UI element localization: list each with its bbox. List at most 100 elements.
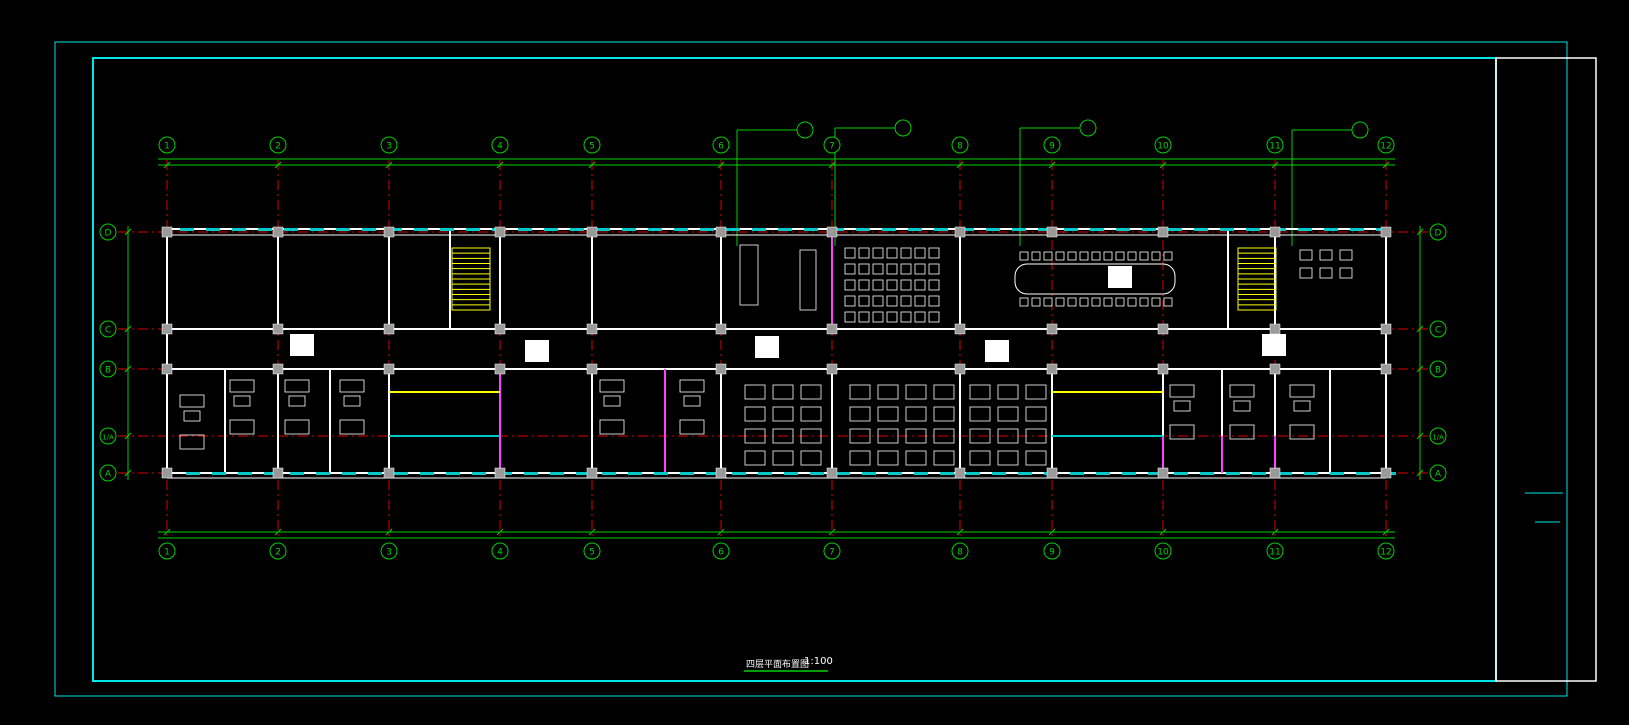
- axis-bubble-bottom-5[interactable]: 5: [583, 542, 601, 560]
- dimension-tick: [1048, 161, 1056, 169]
- axis-bubble-left-D[interactable]: D: [99, 223, 117, 241]
- axis-bubble-circle: [1429, 360, 1447, 378]
- toilet-stall: [1339, 249, 1353, 261]
- window: [180, 228, 194, 231]
- axis-bubble-circle: [1429, 223, 1447, 241]
- window: [310, 228, 324, 231]
- axis-bubble-top-1[interactable]: 1: [158, 136, 176, 154]
- training-seat: [844, 263, 856, 275]
- column: [1380, 323, 1392, 335]
- column: [715, 226, 727, 238]
- shaft: [755, 336, 779, 358]
- axis-bubble-bottom-7[interactable]: 7: [823, 542, 841, 560]
- axis-bubble-bottom-8[interactable]: 8: [951, 542, 969, 560]
- axis-bubble-bottom-9[interactable]: 9: [1043, 542, 1061, 560]
- axis-bubble-bottom-10[interactable]: 10: [1154, 542, 1172, 560]
- axis-bubble-left-1/A[interactable]: 1/A: [99, 427, 117, 445]
- column: [161, 467, 173, 479]
- desk: [339, 379, 365, 393]
- axis-bubble-top-2[interactable]: 2: [269, 136, 287, 154]
- training-seat: [886, 279, 898, 291]
- axis-bubble-top-11[interactable]: 11: [1266, 136, 1284, 154]
- axis-bubble-right-C[interactable]: C: [1429, 320, 1447, 338]
- axis-label: 8: [957, 548, 963, 558]
- conference-chair: [1031, 297, 1041, 307]
- axis-label: 10: [1157, 548, 1169, 558]
- axis-bubble-circle: [1043, 542, 1061, 560]
- dimension-tick: [124, 432, 132, 440]
- window: [570, 228, 584, 231]
- axis-bubble-bottom-3[interactable]: 3: [380, 542, 398, 560]
- axis-bubble-top-4[interactable]: 4: [491, 136, 509, 154]
- axis-bubble-circle: [99, 427, 117, 445]
- axis-bubble-bottom-11[interactable]: 11: [1266, 542, 1284, 560]
- column: [954, 467, 966, 479]
- desk: [179, 434, 205, 450]
- axis-bubble-top-6[interactable]: 6: [712, 136, 730, 154]
- window: [674, 228, 688, 231]
- window: [394, 472, 408, 475]
- axis-bubble-right-A[interactable]: A: [1429, 464, 1447, 482]
- stairwell: [1237, 247, 1277, 311]
- workstation: [849, 406, 871, 422]
- axis-bubble-bottom-4[interactable]: 4: [491, 542, 509, 560]
- chair: [183, 410, 201, 422]
- window: [784, 472, 798, 475]
- training-seat: [914, 295, 926, 307]
- axis-bubble-top-7[interactable]: 7: [823, 136, 841, 154]
- axis-bubble-left-B[interactable]: B: [99, 360, 117, 378]
- axis-bubble-bottom-1[interactable]: 1: [158, 542, 176, 560]
- axis-bubble-right-B[interactable]: B: [1429, 360, 1447, 378]
- training-seat: [928, 247, 940, 259]
- training-seat: [844, 247, 856, 259]
- column: [1269, 226, 1281, 238]
- training-seat: [900, 295, 912, 307]
- axis-bubble-top-3[interactable]: 3: [380, 136, 398, 154]
- axis-bubble-bottom-2[interactable]: 2: [269, 542, 287, 560]
- column: [715, 363, 727, 375]
- axis-label: 8: [957, 142, 963, 152]
- column: [586, 467, 598, 479]
- axis-bubble-top-8[interactable]: 8: [951, 136, 969, 154]
- axis-bubble-top-9[interactable]: 9: [1043, 136, 1061, 154]
- window: [1096, 472, 1110, 475]
- conference-chair: [1163, 297, 1173, 307]
- training-seat: [928, 311, 940, 323]
- workstation: [1025, 384, 1047, 400]
- conference-chair: [1103, 297, 1113, 307]
- axis-bubble-top-10[interactable]: 10: [1154, 136, 1172, 154]
- column: [586, 363, 598, 375]
- axis-bubble-right-1/A[interactable]: 1/A: [1429, 427, 1447, 445]
- axis-bubble-top-5[interactable]: 5: [583, 136, 601, 154]
- toilet-stall: [1319, 267, 1333, 279]
- axis-label: 4: [497, 142, 503, 152]
- desk: [599, 419, 625, 435]
- axis-bubble-top-12[interactable]: 12: [1377, 136, 1395, 154]
- workstation: [744, 384, 766, 400]
- desk: [179, 394, 205, 408]
- axis-bubble-left-C[interactable]: C: [99, 320, 117, 338]
- axis-bubble-bottom-6[interactable]: 6: [712, 542, 730, 560]
- window: [368, 472, 382, 475]
- column: [586, 226, 598, 238]
- window: [856, 228, 870, 231]
- window: [680, 472, 694, 475]
- workstation: [997, 450, 1019, 466]
- desk: [679, 419, 705, 435]
- dimension-tick: [124, 325, 132, 333]
- conference-chair: [1127, 297, 1137, 307]
- window: [232, 228, 246, 231]
- desk: [229, 419, 255, 435]
- axis-bubble-left-A[interactable]: A: [99, 464, 117, 482]
- axis-bubble-bottom-12[interactable]: 12: [1377, 542, 1395, 560]
- training-seat: [928, 295, 940, 307]
- column: [1046, 226, 1058, 238]
- column: [161, 363, 173, 375]
- dimension-tick: [1416, 228, 1424, 236]
- axis-bubble-right-D[interactable]: D: [1429, 223, 1447, 241]
- workstation: [933, 406, 955, 422]
- axis-bubble-circle: [1266, 542, 1284, 560]
